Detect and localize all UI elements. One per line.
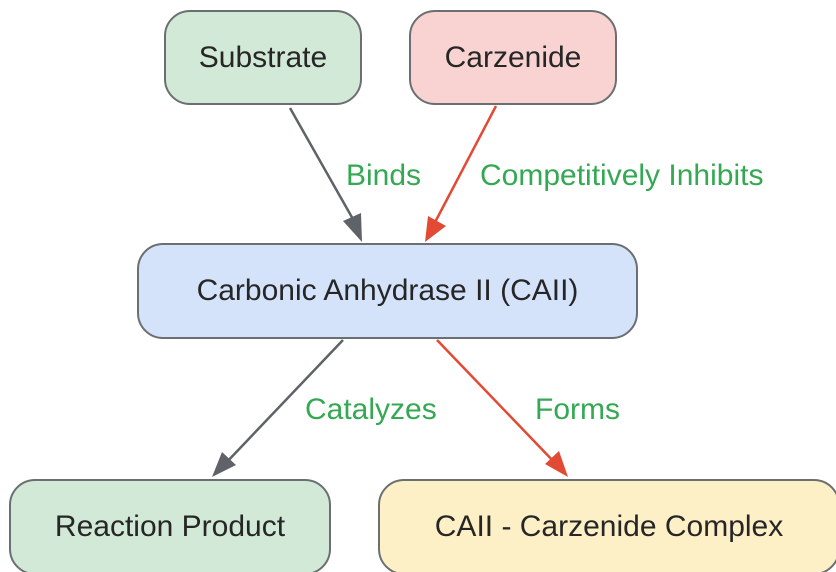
arrowhead-binds [343, 213, 362, 242]
node-carzenide-label: Carzenide [444, 40, 582, 74]
arrowhead-forms [545, 451, 568, 477]
edge-label-binds: Binds [346, 159, 422, 192]
edge-label-catalyzes: Catalyzes [305, 393, 437, 426]
edge-binds [288, 107, 360, 229]
node-substrate-label: Substrate [198, 40, 328, 74]
node-caii-carzenide-complex[interactable]: CAII - Carzenide Complex [378, 479, 836, 572]
node-caii-label: Carbonic Anhydrase II (CAII) [196, 274, 579, 307]
node-reaction-product[interactable]: Reaction Product [9, 479, 331, 572]
edge-label-forms: Forms [535, 393, 620, 426]
node-caii[interactable]: Carbonic Anhydrase II (CAII) [137, 243, 638, 339]
arrowhead-inhibits [425, 216, 446, 242]
edge-catalyzes [223, 339, 344, 466]
arrowhead-catalyzes [212, 452, 236, 477]
node-substrate[interactable]: Substrate [164, 10, 362, 105]
node-reaction-product-label: Reaction Product [54, 510, 286, 543]
node-carzenide[interactable]: Carzenide [409, 10, 617, 105]
edge-inhibits [430, 105, 498, 229]
node-caii-carzenide-complex-label: CAII - Carzenide Complex [434, 510, 784, 543]
edge-label-competitively-inhibits: Competitively Inhibits [480, 159, 764, 192]
edge-forms [436, 339, 558, 466]
